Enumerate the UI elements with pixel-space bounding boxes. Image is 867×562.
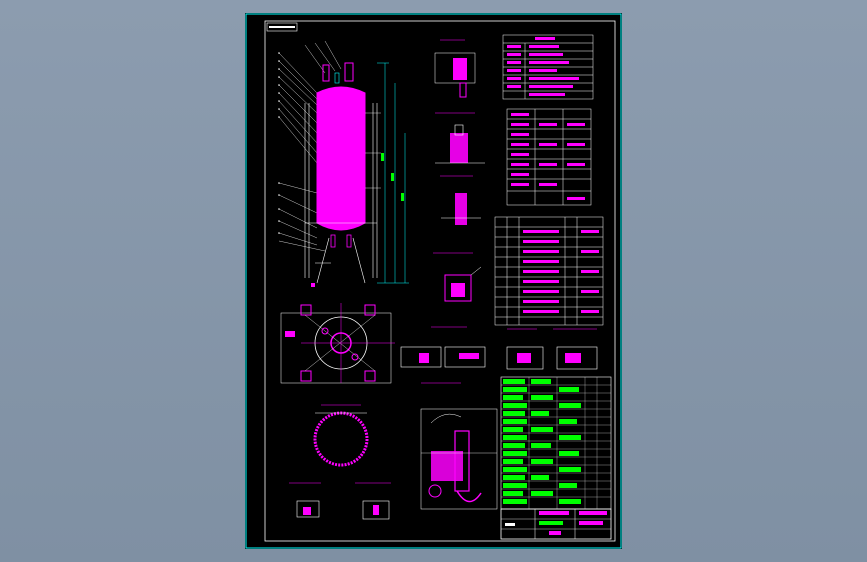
ring-section [313,404,369,467]
detail-small-2 [355,482,391,520]
inner-frame [264,20,616,542]
detail-flange-1 [434,39,476,98]
table-design-data [502,34,594,100]
vessel-shell [316,92,366,224]
vessel-elevation [278,40,409,287]
title-block [500,508,612,540]
detail-small-1 [289,482,321,518]
cad-drawing [245,13,622,549]
detail-flange-section [420,382,498,510]
detail-nozzle-2 [435,112,485,164]
parts-list [500,376,612,510]
outer-frame [245,13,622,549]
detail-nozzle-3 [440,175,481,225]
table-technical [506,108,592,206]
table-nozzles [494,216,604,326]
detail-weld-1 [400,326,486,368]
vessel-plan-view [280,303,395,384]
detail-weld-2 [506,328,598,370]
detail-nozzle-4 [433,252,482,302]
drawing-number-box [266,22,298,32]
drawing-sheet [245,13,622,549]
